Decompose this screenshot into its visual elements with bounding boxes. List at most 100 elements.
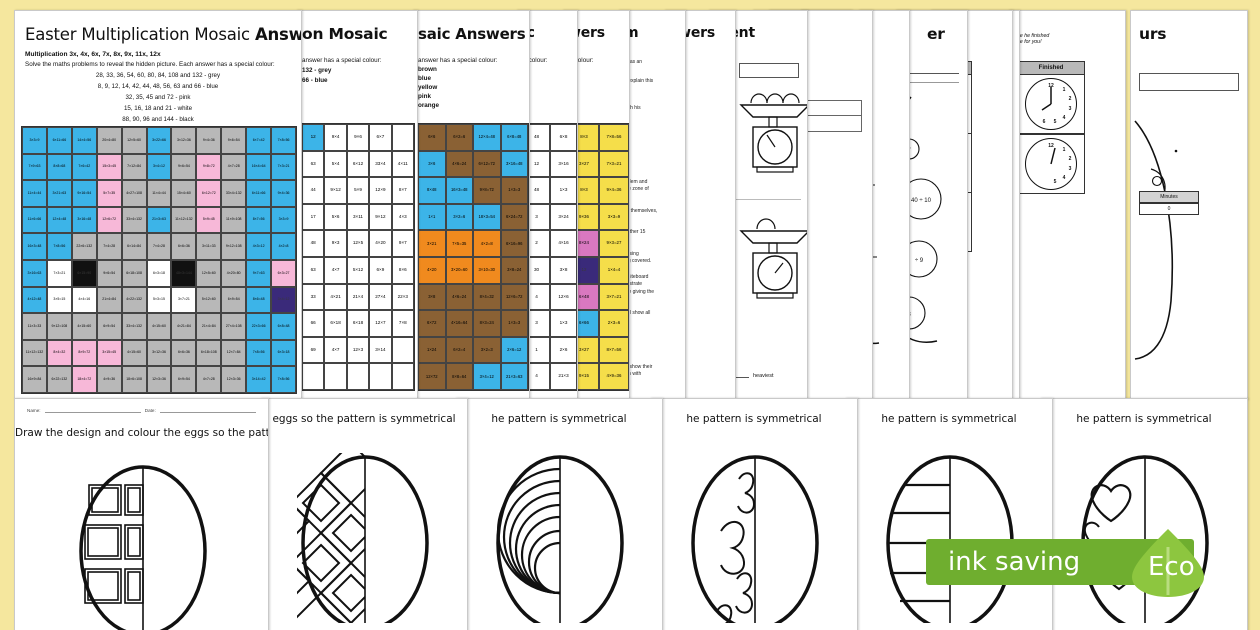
mosaic-cell[interactable]: 3×16	[550, 150, 577, 178]
mosaic-cell[interactable]: 9×3	[324, 230, 347, 257]
mosaic-cell[interactable]: 2×6	[550, 336, 577, 364]
mosaic-cell[interactable]: 48	[302, 230, 325, 257]
mosaic-cell[interactable]: 3×16=48	[71, 206, 97, 234]
mosaic-cell[interactable]: 33	[302, 283, 325, 311]
egg-worksheet-3[interactable]: he pattern is symmetrical	[455, 398, 663, 630]
mosaic-cell[interactable]: 4×15=60	[146, 313, 172, 340]
mosaic-cell[interactable]: 7×3=21	[46, 260, 72, 287]
mosaic-cell[interactable]: 6×12=72	[196, 180, 222, 207]
mosaic-cell[interactable]: 6×9=54	[96, 313, 122, 340]
mosaic-cell[interactable]: 3×6	[418, 150, 446, 178]
mosaic-cell[interactable]: 4×22=132	[121, 286, 147, 314]
mosaic-cell[interactable]: 6×2=6	[445, 124, 473, 151]
mosaic-cell[interactable]: 4×20=80	[221, 260, 247, 287]
mosaic-cell[interactable]: 4×7=28	[221, 153, 247, 181]
mosaic-cell[interactable]: 17	[302, 203, 325, 231]
mosaic-cell[interactable]: 4×20	[418, 257, 446, 284]
mosaic-cell[interactable]: 6×6=36	[171, 339, 197, 367]
mosaic-cell[interactable]: 14×4=56	[71, 127, 97, 154]
egg-worksheet-2[interactable]: eggs so the pattern is symmetrical	[260, 398, 468, 630]
mosaic-cell[interactable]: 4×6=24	[445, 150, 473, 178]
mosaic-cell[interactable]: 7×4=28	[146, 233, 172, 260]
mosaic-cell[interactable]: 7×3=21	[599, 150, 629, 178]
mosaic-cell[interactable]: 4×2=8	[271, 233, 296, 260]
worksheet-page-15[interactable]: ne he finished ne for you! Finished 12 1…	[1008, 10, 1126, 400]
mosaic-cell[interactable]: 3×11=33	[196, 233, 222, 260]
mosaic-cell[interactable]: 12×6=72	[96, 206, 122, 234]
mosaic-cell[interactable]: 6×9=54	[221, 286, 247, 314]
mosaic-cell[interactable]: 3×4=12	[271, 286, 296, 314]
mosaic-cell[interactable]: 3×2=3	[473, 336, 501, 364]
mosaic-cell[interactable]: 12×4=48	[473, 124, 501, 151]
mosaic-cell[interactable]: 12×3=36	[146, 366, 172, 393]
mosaic-cell[interactable]: 12×7=84	[221, 339, 247, 367]
mosaic-cell[interactable]: 3×16=63	[22, 260, 47, 287]
mosaic-cell[interactable]: 9×4=36	[271, 180, 296, 207]
mosaic-cell[interactable]: 33×4	[369, 150, 392, 178]
mosaic-cell[interactable]: 11×4=44	[146, 180, 172, 207]
mosaic-cell[interactable]: 18×4=72	[71, 366, 97, 393]
mosaic-cell[interactable]: 3×15=45	[96, 339, 122, 367]
mosaic-cell[interactable]: 6×7	[369, 124, 392, 151]
mosaic-cell[interactable]: 7×8=56	[271, 366, 296, 393]
mosaic-cell[interactable]: 27×4	[369, 283, 392, 311]
mosaic-cell[interactable]: 18×3=54	[473, 203, 501, 231]
mosaic-cell[interactable]: 6×3=27	[271, 260, 296, 287]
mosaic-cell[interactable]: 5×4	[324, 150, 347, 178]
mosaic-cell[interactable]: 3×12=36	[171, 127, 197, 154]
mosaic-cell[interactable]: 3×4=12	[146, 153, 172, 181]
mosaic-cell[interactable]: 16×4=64	[246, 153, 272, 181]
mosaic-cell[interactable]: 3×21	[418, 230, 446, 257]
mosaic-cell[interactable]: 3×8	[418, 283, 446, 311]
mosaic-cell[interactable]: 5×6	[324, 203, 347, 231]
worksheet-page-3[interactable]: saic Answers answer has a special colour…	[412, 10, 530, 400]
mosaic-cell[interactable]: 1×1	[418, 203, 446, 231]
mosaic-cell[interactable]: 7×8	[391, 310, 414, 337]
mosaic-cell[interactable]: 8×4=32	[46, 339, 72, 367]
mosaic-cell[interactable]: 4×3=12	[246, 233, 272, 260]
mosaic-cell[interactable]: 12×5=60	[196, 260, 222, 287]
mosaic-cell[interactable]: 9×4=36	[196, 127, 222, 154]
mosaic-cell[interactable]: 27×4=108	[221, 313, 247, 340]
mosaic-cell[interactable]: 6×2=4	[445, 336, 473, 364]
mosaic-cell[interactable]: 3×21=63	[46, 180, 72, 207]
mosaic-cell[interactable]: 6×18	[324, 310, 347, 337]
mosaic-cell[interactable]: 4×15=60	[71, 313, 97, 340]
mosaic-cell[interactable]: 2×6=12	[500, 336, 528, 364]
mosaic-cell[interactable]: 8×7	[391, 177, 414, 204]
mosaic-cell[interactable]: 5×12	[346, 257, 370, 284]
mosaic-cell[interactable]	[346, 363, 370, 390]
mosaic-cell[interactable]: 4×3	[391, 203, 414, 231]
mosaic-cell[interactable]: 7×8=56	[246, 339, 272, 367]
mosaic-cell[interactable]: 6×22=132	[46, 366, 72, 393]
mosaic-cell[interactable]	[369, 363, 392, 390]
mosaic-cell[interactable]: 12×6	[550, 283, 577, 311]
mosaic-cell[interactable]: 4×12=48	[22, 286, 47, 314]
mosaic-cell[interactable]: 9×8=72	[473, 177, 501, 204]
mosaic-cell[interactable]: 3×7=21	[171, 286, 197, 314]
mosaic-cell[interactable]: 7×4=28	[96, 233, 122, 260]
mosaic-cell[interactable]: 9×7	[391, 230, 414, 257]
mosaic-cell[interactable]: 6×16=96	[500, 230, 528, 257]
mosaic-cell[interactable]: 3×3=9	[599, 203, 629, 231]
mosaic-cell[interactable]: 6×6	[418, 124, 446, 151]
mosaic-cell[interactable]: 9×6=54	[221, 127, 247, 154]
mosaic-cell[interactable]: 6×11=66	[46, 127, 72, 154]
mosaic-cell[interactable]: 2×3=6	[599, 310, 629, 337]
mosaic-cell[interactable]: 11×12=132	[22, 339, 47, 367]
mosaic-cell[interactable]: 11×3=33	[22, 313, 47, 340]
mosaic-cell[interactable]: 4×9=36	[599, 363, 629, 390]
mosaic-cell[interactable]: 33×4=132	[121, 206, 147, 234]
name-input[interactable]	[44, 407, 141, 413]
mosaic-cell[interactable]: 3×11	[346, 203, 370, 231]
mosaic-cell[interactable]: 6×18=108	[196, 339, 222, 367]
mosaic-cell[interactable]: 7×9=63	[22, 153, 47, 181]
mosaic-cell[interactable]: 21×4=84	[196, 313, 222, 340]
mosaic-cell[interactable]: 6×8=48	[271, 313, 296, 340]
mosaic-cell[interactable]: 16×3=48	[22, 233, 47, 260]
egg-worksheet-6[interactable]: he pattern is symmetrical	[1040, 398, 1248, 630]
mosaic-cell[interactable]: 8×3=24	[473, 310, 501, 337]
mosaic-cell[interactable]: 5×9=45	[196, 206, 222, 234]
